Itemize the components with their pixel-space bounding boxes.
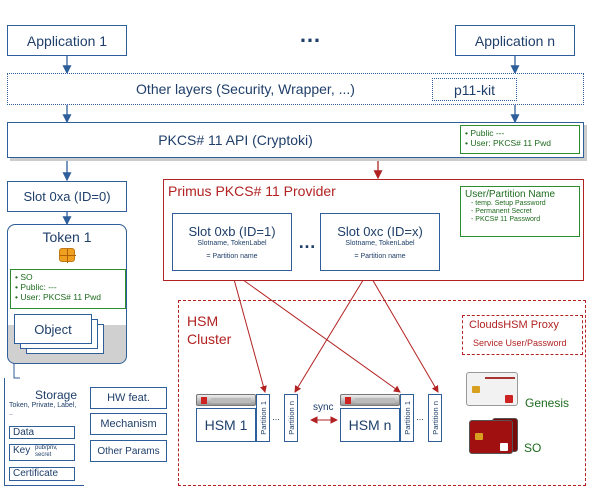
object-box: Object: [14, 314, 92, 344]
hsm-n-partition-dots: ...: [414, 412, 426, 422]
hsm-1-box: HSM 1: [196, 408, 256, 442]
hsm-n-partition-1-label: Partition 1: [402, 401, 412, 435]
hsm-n-partition-n-label: Partition n: [430, 401, 440, 435]
other-params-label: Other Params: [97, 445, 160, 457]
slot-0xa-label: Slot 0xa (ID=0): [23, 189, 111, 204]
hsm-1-unit: HSM 1 Partition 1 ... Partition n: [196, 394, 306, 444]
so-label: SO: [524, 441, 542, 455]
slot-0xc-sub: Slotname, TokenLabel: [345, 239, 415, 247]
provider-ellipsis: …: [293, 232, 321, 252]
proxy-sub: Service User/Password: [473, 338, 567, 348]
hsm-1-partition-dots: ...: [270, 412, 282, 422]
hsm-cluster-box: HSM Cluster: [178, 300, 586, 486]
hsm-n-partition-n: Partition n: [428, 394, 442, 442]
slot-0xb-sub: Slotname, TokenLabel: [197, 239, 267, 247]
user-partition-item-3: - PKCS# 11 Password: [471, 216, 541, 223]
so-card-icon: [469, 420, 513, 454]
hsm-n-partition-1: Partition 1: [400, 394, 414, 442]
mechanism-box: Mechanism: [90, 413, 167, 435]
application-1-label: Application 1: [26, 32, 108, 49]
user-partition-item-1: - temp. Setup Password: [471, 200, 546, 207]
hsm-1-partition-n: Partition n: [284, 394, 298, 442]
other-params-box: Other Params: [90, 440, 167, 462]
hsm-n-label: HSM n: [348, 417, 392, 433]
proxy-title: CloudsHSM Proxy: [469, 319, 559, 331]
api-public-role: • Public ---: [465, 128, 505, 138]
token-so-role: • SO: [15, 272, 33, 282]
provider-title: Primus PKCS# 11 Provider: [168, 183, 336, 199]
cluster-title-1: HSM: [187, 313, 219, 329]
token-1-box: Token 1 • SO • Public: --- • User: PKCS#…: [7, 224, 127, 364]
api-user-role: • User: PKCS# 11 Pwd: [465, 138, 551, 148]
storage-key-box: Key pub/priv, secret: [9, 444, 75, 461]
storage-group: Storage Token, Private, Label, .. Data K…: [4, 378, 84, 486]
storage-certificate-label: Certificate: [13, 468, 59, 479]
slot-0xc-title: Slot 0xc (ID=x): [337, 223, 423, 239]
application-n-label: Application n: [474, 32, 556, 49]
hsm-1-dots-text: ...: [272, 412, 280, 422]
token-1-title: Token 1: [42, 229, 92, 245]
pkcs11-api-label: PKCS# 11 API (Cryptoki): [158, 132, 313, 148]
other-layers-label: Other layers (Security, Wrapper, ...): [136, 81, 355, 97]
proxy-box: CloudsHSM Proxy Service User/Password: [462, 315, 583, 355]
storage-title: Storage: [35, 388, 78, 402]
storage-key-label: Key: [13, 445, 31, 456]
chip-icon: [59, 248, 76, 263]
object-label: Object: [34, 321, 72, 337]
api-roles-box: • Public --- • User: PKCS# 11 Pwd: [460, 125, 580, 154]
hsm-n-box: HSM n: [340, 408, 400, 442]
application-1-box: Application 1: [7, 25, 127, 56]
token-public-role: • Public: ---: [15, 282, 57, 292]
slot-0xb-box: Slot 0xb (ID=1) Slotname, TokenLabel = P…: [172, 213, 292, 271]
applications-ellipsis: …: [280, 20, 340, 50]
user-partition-box: User/Partition Name - temp. Setup Passwo…: [460, 186, 580, 237]
provider-ellipsis-text: …: [298, 231, 316, 252]
sync-label: sync: [313, 402, 334, 413]
genesis-card-icon: [466, 372, 518, 406]
storage-key-sub: pub/priv, secret: [35, 445, 58, 458]
user-partition-title: User/Partition Name: [465, 189, 556, 200]
slot-0xc-box: Slot 0xc (ID=x) Slotname, TokenLabel = P…: [320, 213, 440, 271]
hsm-n-device-icon: [340, 394, 400, 406]
user-partition-item-2: - Permanent Secret: [471, 208, 532, 215]
hsm-1-partition-1-label: Partition 1: [258, 401, 268, 435]
hsm-1-partition-n-label: Partition n: [286, 401, 296, 435]
slot-0xc-partition: = Partition name: [354, 252, 406, 260]
mechanism-label: Mechanism: [100, 418, 157, 430]
cluster-title-2: Cluster: [187, 331, 232, 347]
storage-data-label: Data: [13, 427, 35, 438]
slot-0xb-title: Slot 0xb (ID=1): [188, 223, 276, 239]
hsm-1-partition-1: Partition 1: [256, 394, 270, 442]
hsm-n-dots-text: ...: [416, 412, 424, 422]
hw-features-box: HW feat.: [90, 387, 167, 409]
p11-kit-box: p11-kit: [432, 78, 517, 101]
hsm-n-unit: HSM n Partition 1 ... Partition n: [340, 394, 450, 444]
genesis-label: Genesis: [525, 396, 570, 410]
ellipsis-text: …: [299, 22, 321, 47]
hsm-1-device-icon: [196, 394, 256, 406]
p11-kit-label: p11-kit: [454, 81, 495, 98]
hsm-1-label: HSM 1: [204, 417, 248, 433]
hw-features-label: HW feat.: [107, 392, 150, 404]
slot-0xa-box: Slot 0xa (ID=0): [7, 181, 127, 212]
slot-0xb-partition: = Partition name: [206, 252, 258, 260]
storage-data-box: Data: [9, 426, 75, 439]
application-n-box: Application n: [455, 25, 575, 56]
token-user-role: • User: PKCS# 11 Pwd: [15, 292, 101, 302]
token-roles-box: • SO • Public: --- • User: PKCS# 11 Pwd: [10, 269, 126, 309]
storage-certificate-box: Certificate: [9, 467, 75, 481]
storage-attributes: Token, Private, Label, ..: [9, 402, 77, 417]
